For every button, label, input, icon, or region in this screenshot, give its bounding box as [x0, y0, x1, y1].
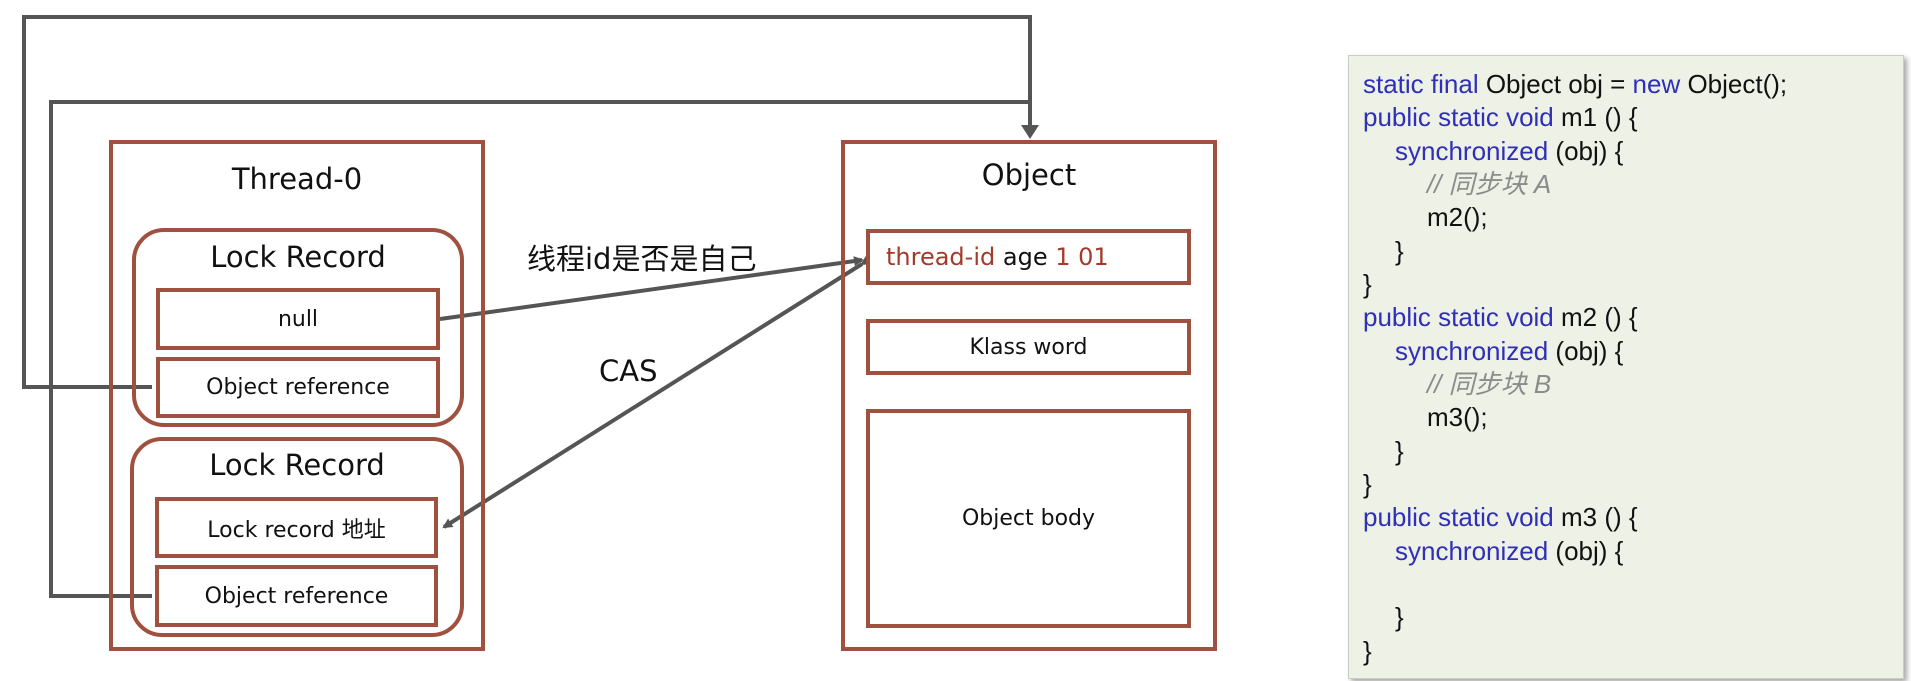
code-line-15: synchronized (obj) { — [1395, 536, 1623, 566]
lock-record-frame-1 — [132, 228, 464, 427]
cas-label: CAS — [599, 354, 658, 388]
code-text: (obj) { — [1548, 536, 1624, 566]
code-keyword: synchronized — [1395, 336, 1549, 366]
code-line-14: public static void m3 () { — [1363, 502, 1638, 532]
lock-record-frame-2 — [130, 437, 464, 637]
code-text: Object obj = — [1478, 69, 1633, 99]
code-comment-b: // 同步块 B — [1427, 369, 1552, 399]
code-line-16: } — [1395, 602, 1404, 632]
code-text: m1 () { — [1553, 102, 1638, 132]
code-keyword: new — [1632, 69, 1681, 99]
object-title: Object — [981, 158, 1077, 192]
object-body-slot: Object body — [866, 409, 1191, 628]
klass-word-slot: Klass word — [866, 319, 1191, 375]
mark-word-slot: thread-id age 1 01 — [866, 229, 1191, 285]
code-text: m2 () { — [1553, 302, 1638, 332]
lock-record-2-address: Lock record 地址 — [155, 497, 438, 558]
code-keyword: static final — [1363, 69, 1479, 99]
code-line-9: synchronized (obj) { — [1395, 336, 1623, 366]
reference-line-1 — [22, 15, 1032, 389]
code-line-1: static final Object obj = new Object(); — [1363, 69, 1787, 99]
thread-title: Thread-0 — [231, 162, 363, 196]
code-line-13: } — [1363, 469, 1372, 499]
code-keyword: synchronized — [1395, 136, 1549, 166]
cas-arrow — [442, 255, 872, 529]
code-keyword: public static void — [1363, 302, 1554, 332]
lock-record-2-object-reference: Object reference — [155, 565, 438, 627]
code-text: (obj) { — [1548, 136, 1624, 166]
code-line-5: m2(); — [1427, 202, 1488, 232]
mark-word-bits: 1 01 — [1055, 243, 1109, 271]
object-frame — [841, 140, 1217, 651]
code-line-2: public static void m1 () { — [1363, 102, 1638, 132]
thread-frame — [109, 140, 485, 651]
code-comment-a: // 同步块 A — [1427, 169, 1552, 199]
lock-record-title-1: Lock Record — [210, 240, 386, 274]
code-line-3: synchronized (obj) { — [1395, 136, 1623, 166]
lock-record-1-slot-null: null — [156, 288, 440, 350]
lock-record-title-2: Lock Record — [209, 448, 385, 482]
code-line-7: } — [1363, 269, 1372, 299]
object-arrowhead — [1021, 125, 1039, 139]
code-line-8: public static void m2 () { — [1363, 302, 1638, 332]
code-line-6: } — [1395, 236, 1404, 266]
check-thread-label: 线程id是否是自己 — [527, 242, 757, 276]
code-line-17: } — [1363, 636, 1372, 666]
code-text: (obj) { — [1548, 336, 1624, 366]
code-keyword: public static void — [1363, 102, 1554, 132]
code-panel: static final Object obj = new Object(); … — [1348, 55, 1904, 679]
mark-word-age: age — [1002, 243, 1048, 271]
mark-word-thread-id: thread-id — [886, 243, 996, 271]
code-text: m3 () { — [1553, 502, 1638, 532]
code-keyword: synchronized — [1395, 536, 1549, 566]
code-line-11: m3(); — [1427, 402, 1488, 432]
reference-line-2 — [49, 100, 1030, 598]
lock-record-1-object-reference: Object reference — [156, 357, 440, 418]
code-line-12: } — [1395, 436, 1404, 466]
code-text: Object(); — [1680, 69, 1788, 99]
code-keyword: public static void — [1363, 502, 1554, 532]
